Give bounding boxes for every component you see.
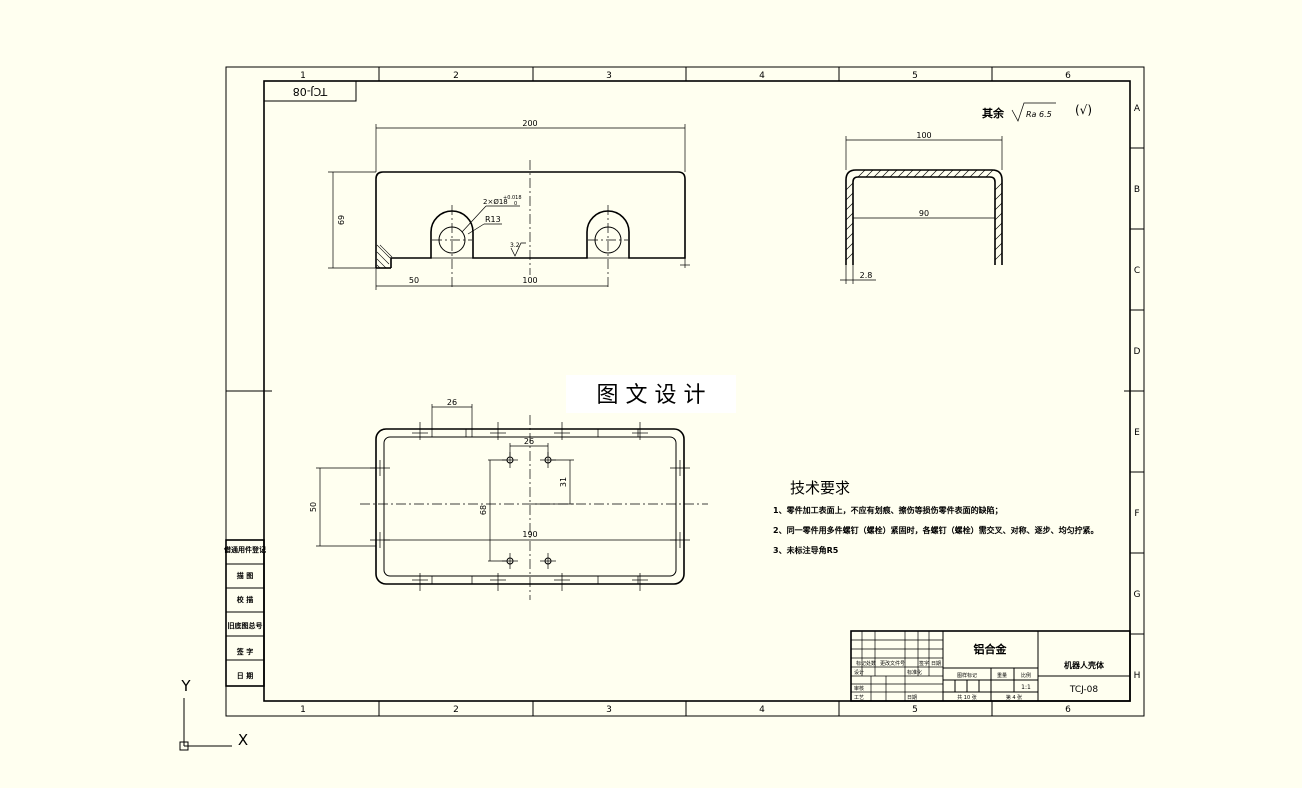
zone-col-top-1: 1 [300, 71, 306, 81]
tb-process: 工艺 [854, 695, 864, 701]
tb-sheet-no: 第 4 张 [1006, 694, 1022, 701]
left-strip-4: 旧底图总号 [228, 621, 263, 630]
bottom-zone-strip: 1 2 3 4 5 6 [300, 701, 1071, 716]
svg-text:(√): (√) [1075, 103, 1092, 117]
tb-drawing-no: TCJ-08 [1069, 685, 1099, 695]
tb-review: 审核 [854, 685, 864, 692]
tb-sheets-total: 共 10 张 [957, 694, 977, 701]
surface-finish-note: 其余 Ra 6.5 (√) [982, 102, 1092, 122]
left-strip-2: 描 图 [237, 571, 253, 580]
tb-material: 铝合金 [974, 642, 1008, 656]
watermark: 图 文 设 计 [597, 383, 706, 408]
zone-col-bottom-1: 1 [300, 705, 306, 715]
left-strip-3: 校 描 [237, 595, 253, 604]
tb-standardize: 标准化 [907, 669, 922, 676]
front-dim-width: 200 [522, 119, 537, 128]
zone-col-top-5: 5 [912, 71, 918, 81]
tech-item-2: 2、同一零件用多件螺钉（螺栓）紧固时，各螺钉（螺栓）需交叉、对称、逐步、均匀拧紧… [773, 525, 1099, 535]
tb-row-label-3: 更改文件号 [880, 660, 905, 667]
zone-col-top-2: 2 [453, 71, 459, 81]
front-dim-height: 69 [336, 215, 345, 225]
zone-row-D: D [1134, 347, 1141, 357]
svg-text:其余: 其余 [982, 106, 1005, 120]
front-dim-left: 50 [409, 276, 419, 285]
left-strip-6: 日 期 [237, 671, 253, 680]
axis-y-label: Y [180, 677, 191, 695]
top-dim-hole-spacing: 26 [524, 437, 534, 446]
front-view: 200 69 2×Ø18 +0.018 0 R13 3.2 50 100 [328, 119, 690, 290]
top-dim-height: 50 [309, 502, 318, 512]
zone-col-bottom-4: 4 [759, 705, 765, 715]
tb-date: 日期 [907, 695, 917, 701]
top-dim-hole-offset: 31 [559, 477, 568, 487]
top-dim-tab: 26 [447, 398, 457, 407]
zone-col-top-4: 4 [759, 71, 765, 81]
zone-row-B: B [1134, 185, 1140, 195]
zone-col-top-3: 3 [606, 71, 612, 81]
title-block: 标记 处数 更改文件号 签字 日期 设计 标准化 审核 工艺 日期 铝合金 图样… [850, 630, 1131, 702]
zone-row-E: E [1134, 428, 1140, 438]
tech-title: 技术要求 [790, 479, 850, 497]
left-strip: 借通用件登记 描 图 校 描 旧底图总号 签 字 日 期 [223, 539, 266, 687]
zone-col-bottom-3: 3 [606, 705, 612, 715]
tb-row-label-5: 日期 [931, 661, 941, 667]
front-dim-spacing: 100 [522, 276, 537, 285]
side-dim-outer: 100 [916, 131, 931, 140]
zone-row-C: C [1134, 266, 1140, 276]
side-dim-thickness: 2.8 [860, 271, 873, 280]
tb-designer: 设计 [854, 669, 864, 676]
front-hole-tol-lower: 0 [514, 201, 517, 207]
tech-item-3: 3、未标注导角R5 [773, 545, 839, 555]
tb-scale: 1:1 [1021, 684, 1031, 691]
ucs-icon: Y X [179, 677, 248, 751]
drawing-code-box [263, 80, 357, 102]
zone-col-bottom-6: 6 [1065, 705, 1071, 715]
tech-item-1: 1、零件加工表面上，不应有划痕、擦伤等损伤零件表面的缺陷； [773, 505, 1003, 516]
zone-col-bottom-5: 5 [912, 705, 918, 715]
zone-row-A: A [1134, 104, 1141, 114]
svg-text:Ra 6.5: Ra 6.5 [1026, 110, 1052, 119]
zone-row-H: H [1134, 671, 1141, 681]
drawing-code-label: TCJ-08 [293, 85, 329, 98]
front-hole-spec: 2×Ø18 [483, 198, 508, 206]
left-strip-1: 借通用件登记 [223, 545, 266, 554]
side-view: 100 90 2.8 [840, 131, 1003, 284]
tb-stage-label: 图样标记 [957, 672, 977, 679]
tb-weight-label: 重量 [997, 672, 1007, 679]
side-dim-inner: 90 [919, 209, 929, 218]
right-zone-strip: A B C D E F G H [1130, 104, 1144, 681]
tb-row-label-4: 签字 [919, 660, 929, 667]
front-radius: R13 [485, 215, 501, 224]
zone-row-G: G [1134, 590, 1141, 600]
top-dim-length: 190 [522, 530, 537, 539]
left-strip-5: 签 字 [236, 647, 253, 656]
tb-row-label-1: 标记 [856, 660, 866, 667]
zone-col-top-6: 6 [1065, 71, 1071, 81]
tb-scale-label: 比例 [1021, 672, 1031, 679]
zone-col-bottom-2: 2 [453, 705, 459, 715]
top-dim-inner-height: 68 [479, 505, 488, 515]
tb-part-name: 机器人壳体 [1064, 660, 1105, 670]
axis-x-label: X [238, 731, 248, 749]
top-view: 26 26 31 68 50 [309, 398, 708, 600]
tb-row-label-2: 处数 [866, 660, 876, 667]
tech-requirements: 技术要求 1、零件加工表面上，不应有划痕、擦伤等损伤零件表面的缺陷； 2、同一零… [773, 479, 1099, 555]
top-zone-strip: 1 2 3 4 5 6 [300, 67, 1071, 81]
front-hole-tol-upper: +0.018 [503, 195, 522, 201]
zone-row-F: F [1134, 509, 1139, 519]
front-roughness: 3.2 [510, 242, 520, 249]
